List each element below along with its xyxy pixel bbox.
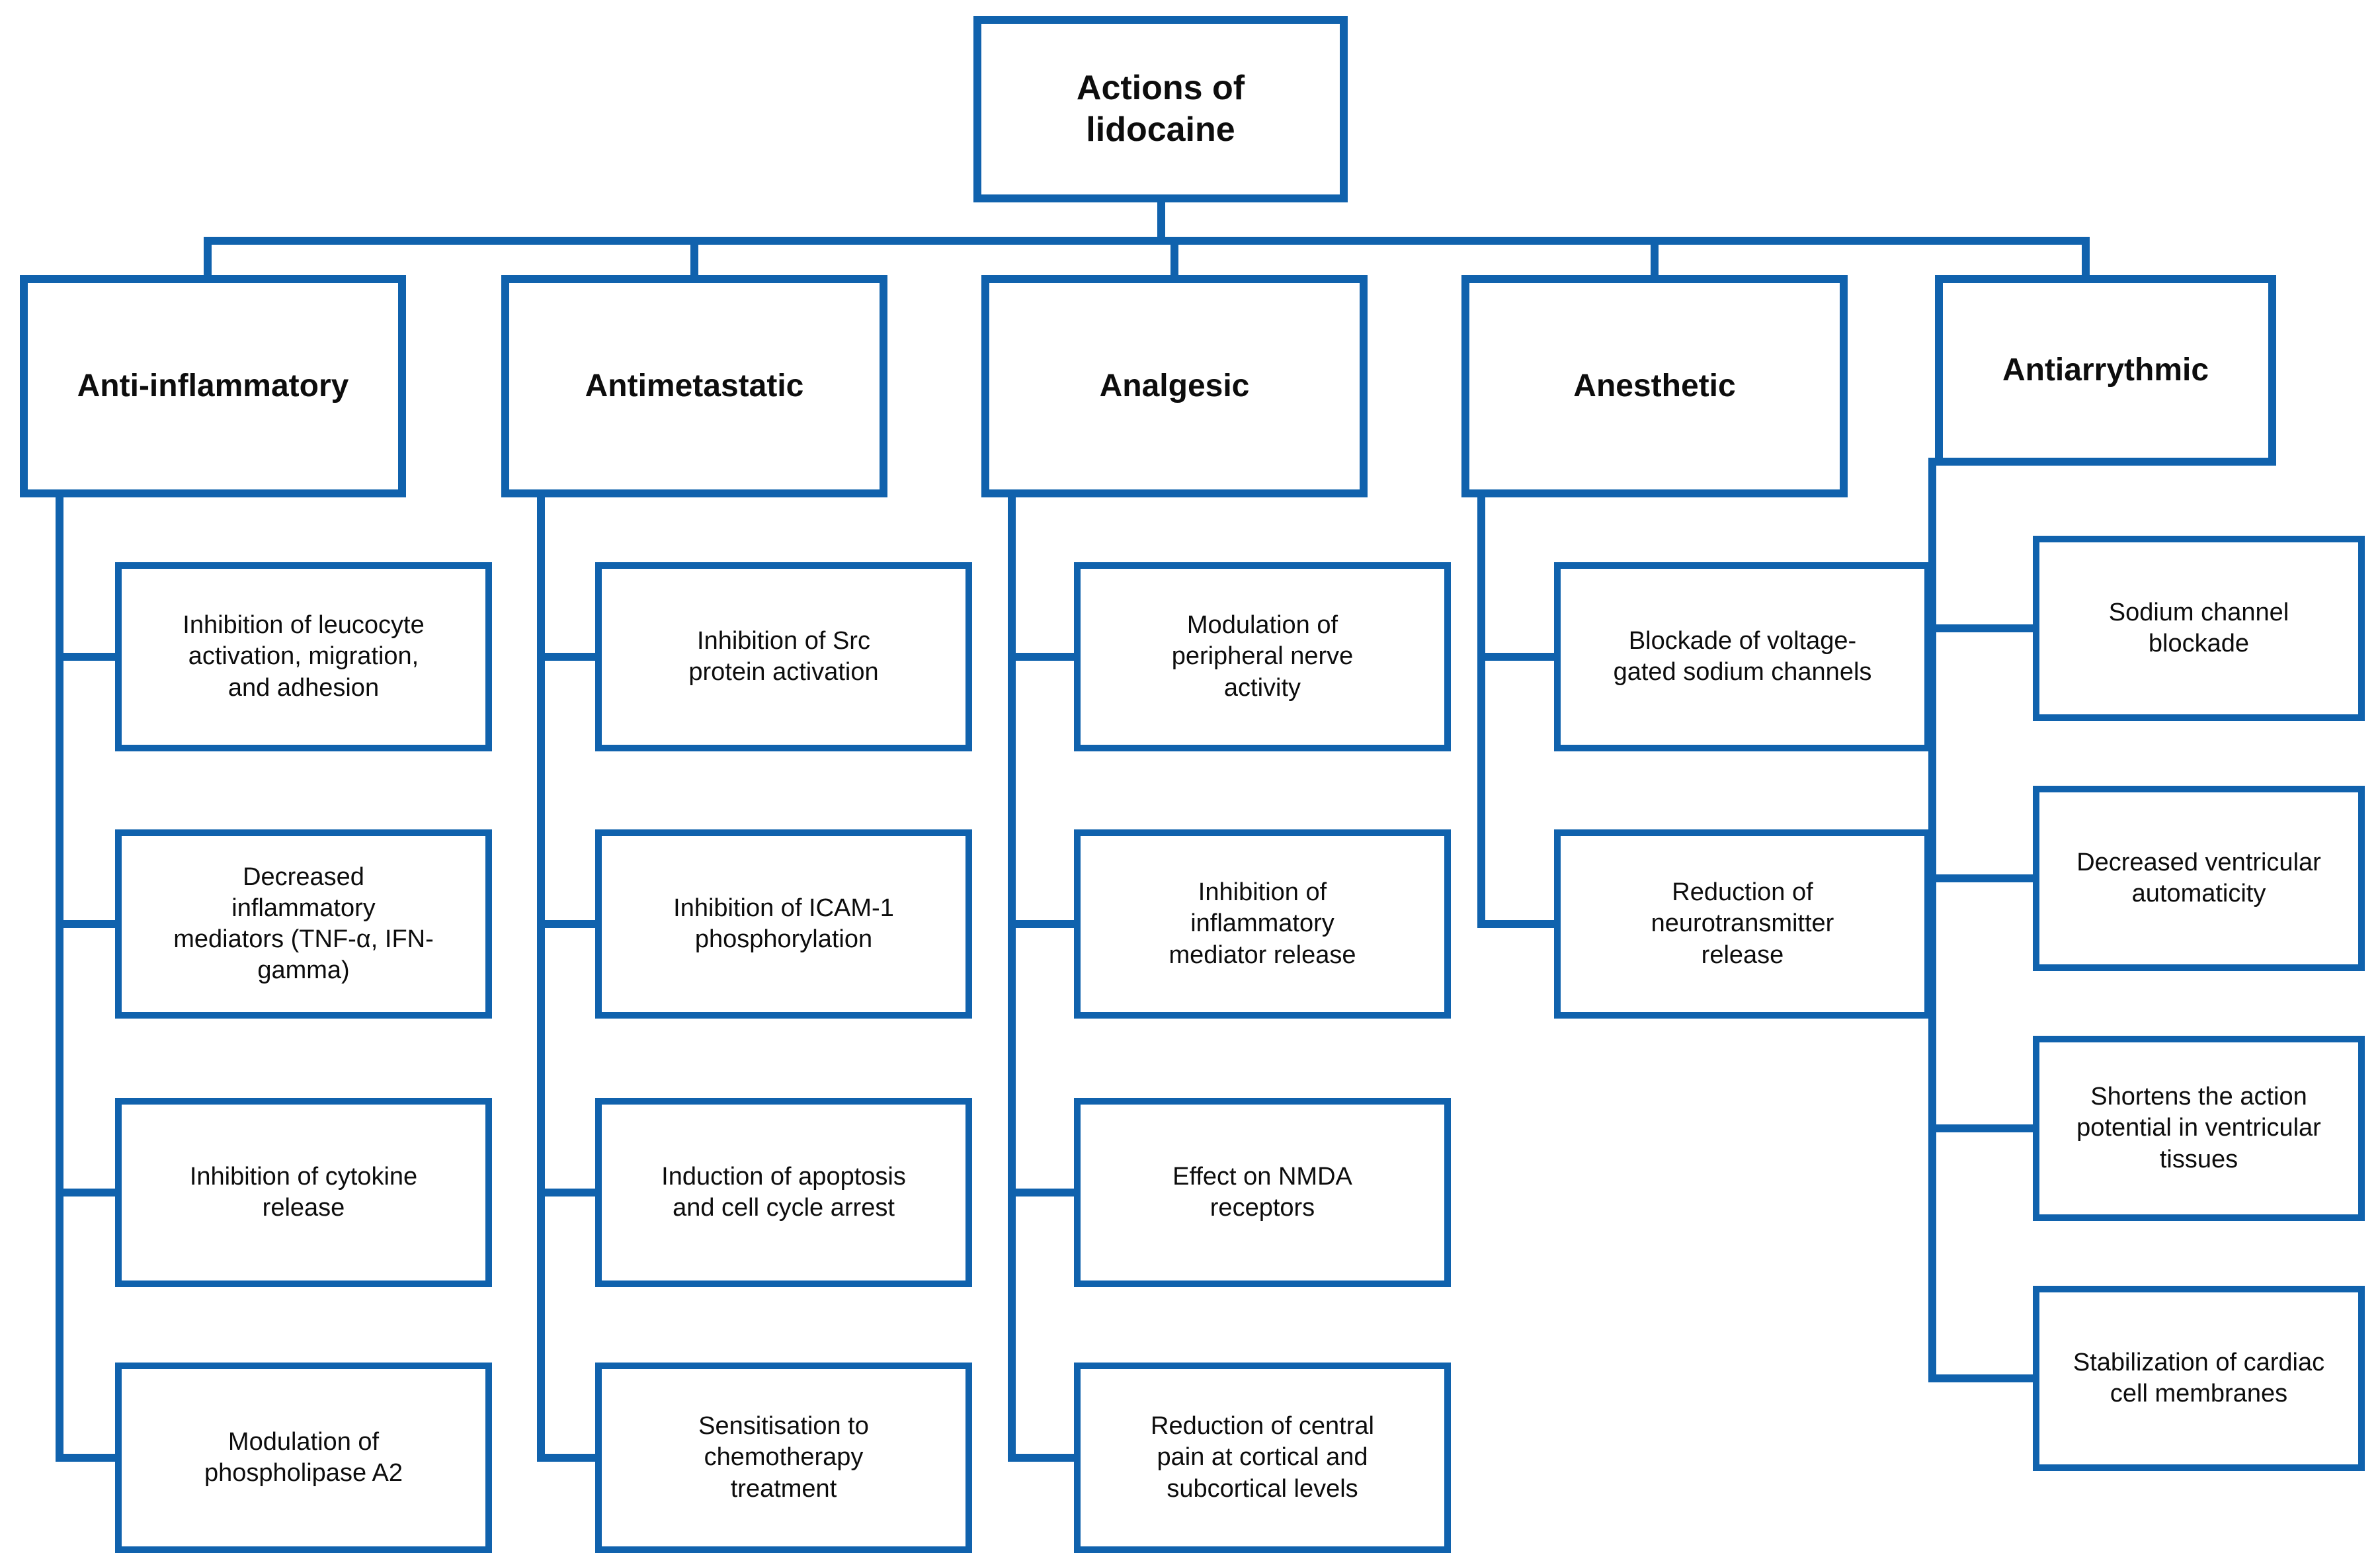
connector-branch: [537, 920, 595, 928]
leaf-node: Inhibition of inflammatory mediator rele…: [1074, 829, 1451, 1019]
leaf-node: Inhibition of leucocyte activation, migr…: [115, 562, 492, 751]
connector-title-stub: [1157, 201, 1165, 245]
connector-branch: [1928, 624, 2033, 632]
connector-stub-analgesic: [1170, 237, 1178, 283]
leaf-node: Inhibition of cytokine release: [115, 1098, 492, 1287]
connector-branch: [1008, 653, 1074, 661]
leaf-node: Decreased ventricular automaticity: [2033, 786, 2365, 971]
leaf-node: Decreased inflammatory mediators (TNF-α,…: [115, 829, 492, 1019]
connector-stub-anti-inflammatory: [204, 237, 212, 283]
connector-branch: [1928, 1124, 2033, 1132]
connector-stub-antiarrythmic: [2082, 237, 2090, 283]
root-node-title: Actions of lidocaine: [973, 16, 1348, 202]
connector-trunk-col4: [1477, 489, 1485, 928]
connector-branch: [56, 1189, 115, 1196]
connector-branch: [1008, 920, 1074, 928]
branch-node-antimetastatic: Antimetastatic: [501, 275, 887, 497]
leaf-node: Reduction of central pain at cortical an…: [1074, 1363, 1451, 1553]
connector-branch: [56, 1454, 115, 1462]
leaf-node: Shortens the action potential in ventric…: [2033, 1036, 2365, 1221]
leaf-node: Induction of apoptosis and cell cycle ar…: [595, 1098, 972, 1287]
connector-trunk-col3: [1008, 489, 1016, 1462]
connector-branch: [1928, 1374, 2033, 1382]
leaf-node: Stabilization of cardiac cell membranes: [2033, 1286, 2365, 1471]
leaf-node: Inhibition of Src protein activation: [595, 562, 972, 751]
leaf-node: Blockade of voltage- gated sodium channe…: [1554, 562, 1931, 751]
branch-node-anti-inflammatory: Anti-inflammatory: [20, 275, 406, 497]
connector-trunk-col1: [56, 489, 63, 1462]
connector-stub-anesthetic: [1651, 237, 1659, 283]
connector-branch: [1477, 653, 1554, 661]
connector-branch: [1008, 1454, 1074, 1462]
leaf-node: Sensitisation to chemotherapy treatment: [595, 1363, 972, 1553]
connector-stub-antimetastatic: [690, 237, 698, 283]
connector-branch: [537, 1454, 595, 1462]
connector-branch: [1008, 1189, 1074, 1196]
connector-branch: [56, 920, 115, 928]
branch-node-anesthetic: Anesthetic: [1461, 275, 1848, 497]
leaf-node: Inhibition of ICAM-1 phosphorylation: [595, 829, 972, 1019]
connector-branch: [1928, 874, 2033, 882]
leaf-node: Reduction of neurotransmitter release: [1554, 829, 1931, 1019]
connector-trunk-col2: [537, 489, 545, 1462]
connector-branch: [1477, 920, 1554, 928]
leaf-node: Modulation of phospholipase A2: [115, 1363, 492, 1553]
branch-node-analgesic: Analgesic: [981, 275, 1368, 497]
branch-node-antiarrythmic: Antiarrythmic: [1935, 275, 2276, 466]
connector-branch: [537, 653, 595, 661]
leaf-node: Modulation of peripheral nerve activity: [1074, 562, 1451, 751]
connector-branch: [537, 1189, 595, 1196]
connector-trunk-horizontal: [204, 237, 2090, 245]
connector-branch: [56, 653, 115, 661]
leaf-node: Sodium channel blockade: [2033, 536, 2365, 721]
leaf-node: Effect on NMDA receptors: [1074, 1098, 1451, 1287]
